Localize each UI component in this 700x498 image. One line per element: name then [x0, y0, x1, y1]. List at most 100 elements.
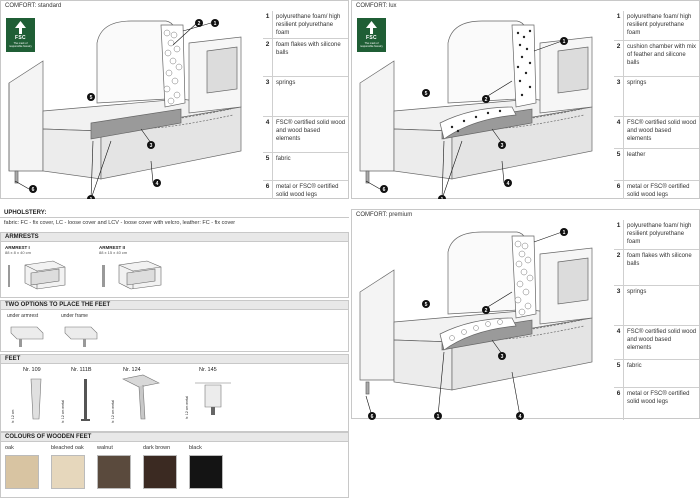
spec-text: springs: [627, 80, 647, 86]
spec-text: polyurethane foam/ high resilient polyur…: [276, 14, 341, 36]
armrest-option: ARMREST I 88 x 8 x 40 cm: [5, 245, 85, 295]
wood-colour-label: oak: [5, 445, 14, 451]
spec-number: 2: [614, 41, 624, 76]
armrest-chair-icon: [8, 260, 66, 290]
svg-text:2: 2: [198, 21, 201, 27]
svg-text:5: 5: [425, 91, 428, 97]
under-frame-icon: [64, 326, 98, 347]
wood-colour-label: bleached oak: [51, 445, 84, 451]
spec-number: 5: [263, 153, 273, 180]
spec-number: 5: [614, 360, 624, 387]
svg-text:1: 1: [563, 39, 566, 45]
spec-number: 1: [614, 11, 624, 40]
foot-145-icon: [195, 382, 231, 415]
spec-number: 6: [614, 388, 624, 420]
spec-number: 3: [614, 77, 624, 116]
spec-number: 2: [263, 39, 273, 76]
foot-option: Nr. 109 h: 12 cm: [11, 367, 61, 431]
upholstery-text: fabric: FC - fix cover, LC - loose cover…: [4, 220, 236, 226]
svg-text:4: 4: [507, 181, 510, 187]
spec-number: 2: [614, 250, 624, 285]
sofa-section-drawing: 1 2 3 4 5 1 6: [352, 11, 614, 203]
armrest-chair-icon: [102, 260, 162, 290]
armrest-name: ARMREST II: [99, 245, 126, 250]
spec-number: 3: [614, 286, 624, 325]
spec-text: leather: [627, 152, 646, 158]
wood-colour-swatch: [189, 455, 223, 489]
feet-placement-section: TWO OPTIONS TO PLACE THE FEET under armr…: [0, 300, 349, 352]
armrest-name: ARMREST I: [5, 245, 30, 250]
wood-colour-swatch: [5, 455, 39, 489]
placement-option-label: under armrest: [7, 313, 39, 319]
spec-text: metal or FSC® certified solid wood legs: [627, 184, 690, 198]
foot-number: Nr. 111B: [71, 367, 92, 373]
svg-text:1: 1: [441, 197, 444, 199]
svg-text:1: 1: [214, 21, 217, 27]
svg-text:3: 3: [501, 143, 504, 149]
spec-text: metal or FSC® certified solid wood legs: [627, 391, 690, 405]
fsc-logo: FSC The mark of responsible forestry: [6, 18, 35, 52]
spec-number: 5: [614, 149, 624, 180]
spec-text: springs: [627, 289, 647, 295]
placement-option-label: under frame: [61, 313, 88, 319]
spec-number: 6: [614, 181, 624, 199]
svg-text:5: 5: [425, 302, 428, 308]
svg-text:6: 6: [383, 187, 386, 193]
svg-text:3: 3: [501, 354, 504, 360]
panel-title: COMFORT: premium: [356, 212, 413, 218]
foot-option: Nr. 145 h: 12 cm metal: [181, 367, 241, 431]
tree-icon: [15, 21, 26, 34]
sofa-section-drawing: 12 34 51 6: [1, 11, 263, 203]
svg-text:5: 5: [90, 95, 93, 101]
comfort-lux-panel: COMFORT: lux: [351, 0, 700, 203]
svg-text:2: 2: [485, 97, 488, 103]
foot-number: Nr. 145: [199, 367, 217, 373]
spec-text: foam flakes with silicone balls: [627, 253, 692, 267]
spec-number: 6: [263, 181, 273, 199]
spec-number: 4: [263, 117, 273, 152]
under-armrest-icon: [10, 326, 44, 347]
spec-text: foam flakes with silicone balls: [276, 42, 341, 56]
svg-text:1: 1: [437, 414, 440, 420]
foot-height: h: 12 cm metal: [185, 396, 189, 419]
wood-colour-swatch: [97, 455, 131, 489]
fsc-subtitle: The mark of responsible forestry: [360, 42, 383, 48]
comfort-premium-panel: COMFORT: premium: [351, 209, 700, 420]
fsc-logo: FSC The mark of responsible forestry: [357, 18, 386, 52]
svg-text:4: 4: [519, 414, 522, 420]
svg-text:6: 6: [371, 414, 374, 420]
fsc-subtitle: The mark of responsible forestry: [9, 42, 32, 48]
spec-text: fabric: [276, 156, 291, 162]
armrest-option: ARMREST II 88 x 15 x 40 cm: [99, 245, 179, 295]
armrest-dims: 88 x 8 x 40 cm: [5, 250, 32, 255]
wood-colour-label: walnut: [97, 445, 113, 451]
spec-text: metal or FSC® certified solid wood legs: [276, 184, 339, 198]
foot-height: h: 12 cm: [11, 409, 15, 423]
panel-title: COMFORT: standard: [5, 3, 62, 9]
svg-text:4: 4: [156, 181, 159, 187]
svg-text:2: 2: [485, 308, 488, 314]
wood-colour-label: dark brown: [143, 445, 171, 451]
foot-option: Nr. 111B h: 12 cm metal: [61, 367, 111, 431]
armrests-section: ARMRESTS ARMREST I 88 x 8 x 40 cm ARMRES…: [0, 232, 349, 298]
spec-text: FSC® certified solid wood and wood based…: [627, 329, 697, 351]
spec-text: polyurethane foam/ high resilient polyur…: [627, 14, 692, 36]
wood-colour-label: black: [189, 445, 202, 451]
svg-text:1: 1: [90, 197, 93, 199]
foot-height: h: 12 cm metal: [61, 400, 65, 423]
spec-text: cushion chamber with mix of feather and …: [627, 44, 697, 66]
armrest-dims: 88 x 15 x 40 cm: [99, 250, 128, 255]
